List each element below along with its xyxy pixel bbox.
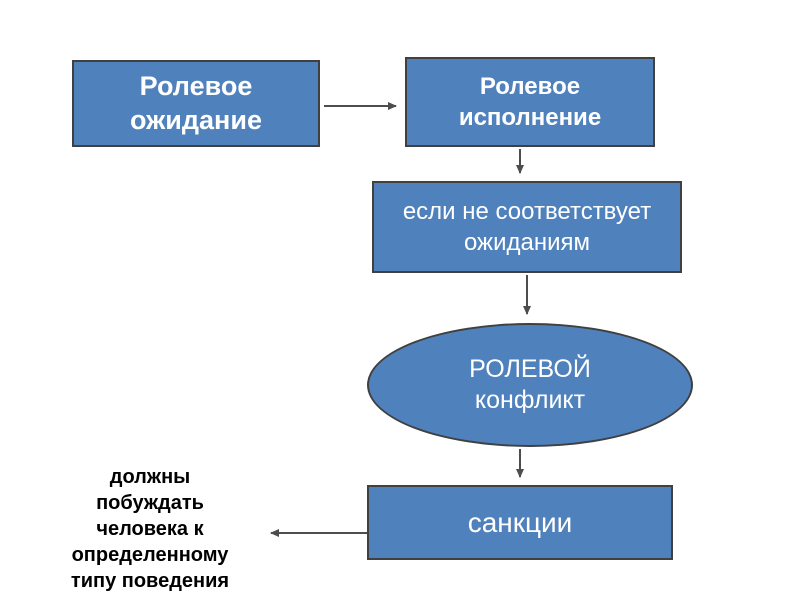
node-role-performance: Ролевое исполнение bbox=[405, 57, 655, 147]
node-sanctions: санкции bbox=[367, 485, 673, 560]
node-role-expectation: Ролевое ожидание bbox=[72, 60, 320, 147]
behavior-note-text: должны побуждать человека к определенном… bbox=[70, 466, 230, 592]
node-mismatch-condition: если не соответствует ожиданиям bbox=[372, 181, 682, 273]
node-role-conflict: РОЛЕВОЙ конфликт bbox=[367, 323, 693, 447]
